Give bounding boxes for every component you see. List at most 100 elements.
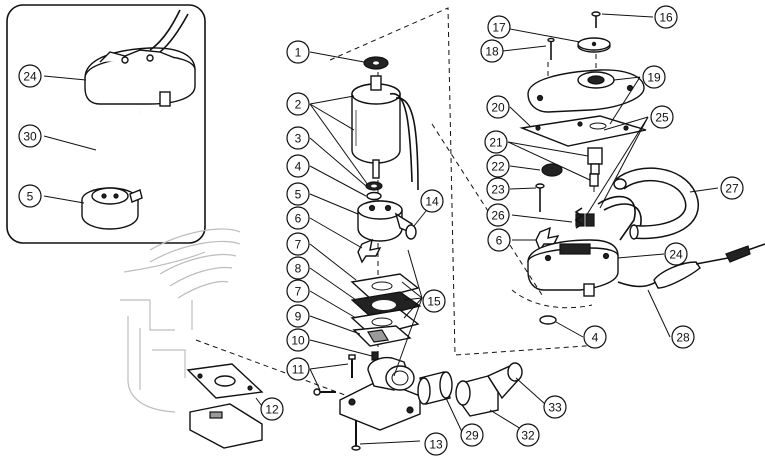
callout-28: 28 (671, 325, 695, 349)
callout-number: 4 (592, 331, 599, 345)
callout-circle (583, 325, 607, 349)
callout-circle (286, 304, 310, 328)
callout-number: 15 (427, 295, 441, 309)
callout-27: 27 (720, 176, 744, 200)
toilet-outline (120, 228, 241, 413)
callout-circle (420, 189, 444, 213)
callout-20: 20 (486, 95, 510, 119)
callout-number: 18 (485, 45, 499, 59)
callout-number: 24 (23, 70, 37, 84)
part-32-elbow (455, 375, 499, 417)
callout-15: 15 (422, 289, 446, 313)
callout-circle (671, 325, 695, 349)
callout-17: 17 (487, 15, 511, 39)
callout-circle (654, 5, 678, 29)
inset-detail (6, 4, 206, 244)
callout-circle (486, 154, 510, 178)
part-9-gasket (352, 325, 412, 347)
callout-circle (486, 177, 510, 201)
part-11-screws (313, 354, 356, 396)
callout-number: 4 (295, 160, 302, 174)
callout-number: 9 (295, 310, 302, 324)
callout-circle (664, 242, 688, 266)
callout-4: 4 (286, 154, 310, 178)
callout-number: 14 (425, 195, 439, 209)
part-27-hose (613, 167, 699, 240)
part-8-plate (350, 291, 422, 319)
part-16-screw (591, 11, 601, 28)
callout-8: 8 (286, 256, 310, 280)
callout-number: 12 (265, 403, 279, 417)
part-26-spring (574, 207, 584, 229)
callout-6: 6 (286, 206, 310, 230)
callout-circle (460, 423, 484, 447)
inset-pump-head-5 (81, 187, 143, 230)
callout-number: 27 (725, 182, 739, 196)
callout-number: 25 (655, 111, 669, 125)
callout-number: 7 (295, 285, 302, 299)
part-4-ring (366, 191, 382, 201)
callout-25: 25 (650, 105, 674, 129)
callout-16: 16 (654, 5, 678, 29)
callout-number: 5 (27, 190, 34, 204)
part-5-pump-head (357, 200, 413, 242)
part-21-connector (587, 147, 603, 192)
right-loop-dash (511, 289, 593, 309)
callout-circle (720, 176, 744, 200)
callout-circle (286, 232, 310, 256)
part-18-screw (547, 37, 555, 60)
callout-26: 26 (486, 203, 510, 227)
callout-number: 26 (491, 209, 505, 223)
callout-5: 5 (286, 182, 310, 206)
mounting-block (186, 339, 346, 449)
callout-circle (286, 256, 310, 280)
callout-29: 29 (460, 423, 484, 447)
callout-number: 30 (23, 130, 37, 144)
callout-number: 13 (429, 438, 443, 452)
callout-10: 10 (286, 328, 310, 352)
callout-3: 3 (286, 126, 310, 150)
callout-13: 13 (424, 432, 448, 456)
callout-circle (286, 357, 310, 381)
callout-1: 1 (286, 40, 310, 64)
right-leaders (498, 13, 719, 338)
guide-dash (329, 7, 601, 356)
part-13-screw (351, 420, 361, 451)
part-7-plate-upper (350, 273, 420, 301)
part-29-coupling (417, 371, 453, 405)
callout-12: 12 (260, 397, 284, 421)
callout-number: 33 (548, 401, 562, 415)
callout-circle (18, 124, 42, 148)
callout-circle (487, 228, 511, 252)
part-20-gasket (519, 115, 647, 147)
callout-number: 24 (669, 248, 683, 262)
callout-number: 3 (295, 132, 302, 146)
callout-number: 7 (295, 238, 302, 252)
callout-2: 2 (286, 92, 310, 116)
part-14-oring (405, 224, 417, 240)
callout-circle (286, 328, 310, 352)
callout-circle (286, 182, 310, 206)
part-24-housing (527, 239, 619, 297)
callout-number: 2 (295, 98, 302, 112)
inset-housing-24 (84, 9, 196, 107)
callout-9: 9 (286, 304, 310, 328)
callout-number: 1 (295, 46, 302, 60)
callout-24: 24 (664, 242, 688, 266)
callout-circle (486, 203, 510, 227)
callout-19: 19 (642, 65, 666, 89)
callout-number: 5 (295, 188, 302, 202)
callout-7: 7 (286, 279, 310, 303)
callout-number: 21 (489, 136, 503, 150)
part-25-wiring (575, 195, 642, 241)
callout-4: 4 (583, 325, 607, 349)
callout-32: 32 (516, 423, 540, 447)
callout-circle (18, 184, 42, 208)
callout-7: 7 (286, 232, 310, 256)
callout-number: 6 (496, 234, 503, 248)
callout-circle (487, 15, 511, 39)
callout-circle (484, 130, 508, 154)
callout-number: 19 (647, 71, 661, 85)
callout-number: 29 (465, 429, 479, 443)
